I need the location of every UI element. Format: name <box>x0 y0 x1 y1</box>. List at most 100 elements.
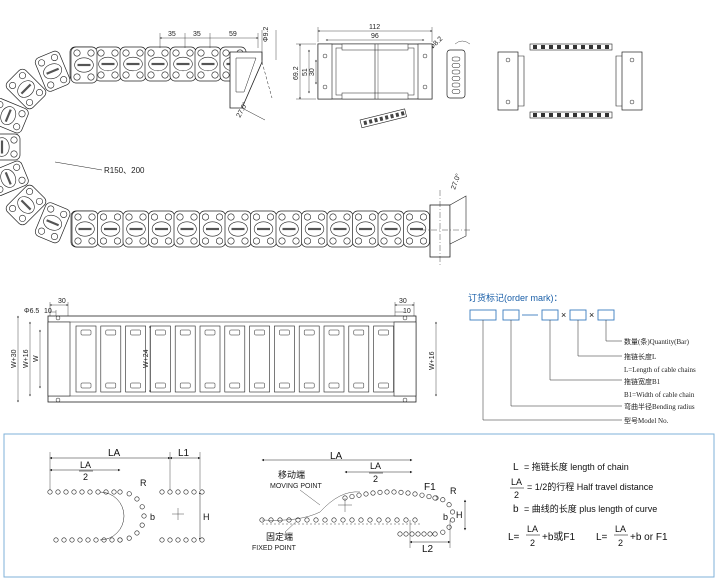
mid-f1: F1 <box>424 482 436 493</box>
bracket-hole <box>505 99 511 105</box>
plate-slot <box>105 382 117 389</box>
chain-pin <box>53 537 59 543</box>
chain-pin <box>340 517 346 523</box>
chain-pin <box>117 537 123 543</box>
formula-en-prefix: L= <box>596 532 608 543</box>
bracket-hole <box>505 57 511 63</box>
chain-pin <box>356 492 362 498</box>
chain-pin <box>191 537 197 543</box>
plan-hole-bottom <box>549 113 553 117</box>
profile-slot <box>451 56 461 62</box>
chain-link <box>71 210 99 248</box>
dim-end-len: 59 <box>229 31 237 38</box>
chain-pin <box>167 489 173 495</box>
chain-pin <box>322 517 328 523</box>
mid-r: R <box>450 486 457 496</box>
dim-height-mid: 51 <box>302 68 309 76</box>
chain-pin <box>85 537 91 543</box>
chain-link <box>0 97 29 134</box>
chain-pin <box>398 489 404 495</box>
legend-la-num: LA <box>511 477 522 487</box>
order-mark: 订货标记(order mark)： × × 数量(条)Quantity(Bar)… <box>468 292 696 425</box>
plate-slot <box>130 329 141 336</box>
formula-cn-num: LA <box>527 524 538 534</box>
chain-pin <box>432 531 438 537</box>
dim-angle-right: 27.0° <box>449 172 462 190</box>
chain-pin <box>159 537 165 543</box>
chain-pin <box>446 502 452 508</box>
legend-l-sym: L <box>513 462 519 473</box>
chain-pin <box>349 494 355 500</box>
profile-slot <box>451 89 461 94</box>
mid-moving-en: MOVING POINT <box>270 483 322 490</box>
cross-plate <box>224 325 246 393</box>
plate-slot <box>179 382 191 389</box>
plan-hole-bottom <box>533 113 537 117</box>
chain-pin <box>175 537 181 543</box>
chain-pin <box>409 531 415 537</box>
plate-slot <box>378 382 389 389</box>
top-end-bracket <box>229 51 273 121</box>
chain-pin <box>117 489 123 495</box>
plate-slot <box>279 382 290 389</box>
chain-pin <box>159 489 165 495</box>
chain-pin <box>111 489 117 495</box>
cross-plate <box>174 325 196 393</box>
chain-pin <box>69 537 75 543</box>
chain-pin <box>191 489 197 495</box>
chain-pin <box>403 531 409 537</box>
chain-pin <box>370 490 376 496</box>
order-box-length <box>569 309 587 321</box>
iso-tooth <box>379 116 384 122</box>
formula-cn-mid: +b或F1 <box>542 531 576 543</box>
plate-slot <box>378 329 389 336</box>
chain-pin <box>55 489 61 495</box>
chain-pin <box>199 489 205 495</box>
chain-pin <box>126 535 132 541</box>
left-r: R <box>140 478 147 488</box>
chain-pin <box>139 504 145 510</box>
order-times-1: × <box>561 310 566 320</box>
plan-hole-bottom <box>541 113 545 117</box>
mid-b: b <box>443 512 448 522</box>
chain-pin <box>421 531 427 537</box>
order-mark-title: 订货标记(order mark)： <box>468 292 563 303</box>
cross-plate <box>125 325 146 393</box>
plate-slot <box>105 329 117 336</box>
chain-pin <box>139 522 145 528</box>
plan-hole-bottom <box>565 113 569 117</box>
left-b: b <box>150 512 155 522</box>
chain-link <box>0 133 21 161</box>
bend-radius-callout: R150、200 <box>54 161 145 175</box>
dim-right-offset: 30 <box>399 298 407 305</box>
iso-tooth <box>384 115 389 120</box>
profile-slot <box>451 63 461 68</box>
legend: L = 拖链长度 length of chain LA 2 = 1/2的行程 H… <box>508 461 668 548</box>
plan-hole-bottom <box>597 113 601 117</box>
cross-plate <box>373 325 394 393</box>
chain-pin <box>268 517 274 523</box>
plan-hole-top <box>589 45 593 49</box>
chain-pin <box>167 537 173 543</box>
plan-hole-top <box>565 45 569 49</box>
order-line-length-cn: 拖链长度L <box>624 352 656 361</box>
plate-slot <box>130 382 141 389</box>
chain-link <box>326 210 354 248</box>
cross-plate <box>100 325 122 393</box>
order-line-model: 型号Model No. <box>624 416 669 425</box>
plate-slot <box>204 382 216 389</box>
chain-pin <box>427 531 433 537</box>
chain-link <box>224 210 252 248</box>
chain-link <box>34 202 71 244</box>
profile-slot <box>451 82 461 88</box>
profile-slot <box>451 69 461 75</box>
right-end-bracket <box>420 190 470 265</box>
chain-pin <box>391 489 397 495</box>
chain-pin <box>384 489 390 495</box>
chain-link <box>377 210 405 248</box>
chain-pin <box>426 494 432 500</box>
plate-slot <box>353 329 365 336</box>
isometric-link <box>359 108 407 129</box>
chain-pin <box>109 537 115 543</box>
chain-pin <box>440 529 446 535</box>
